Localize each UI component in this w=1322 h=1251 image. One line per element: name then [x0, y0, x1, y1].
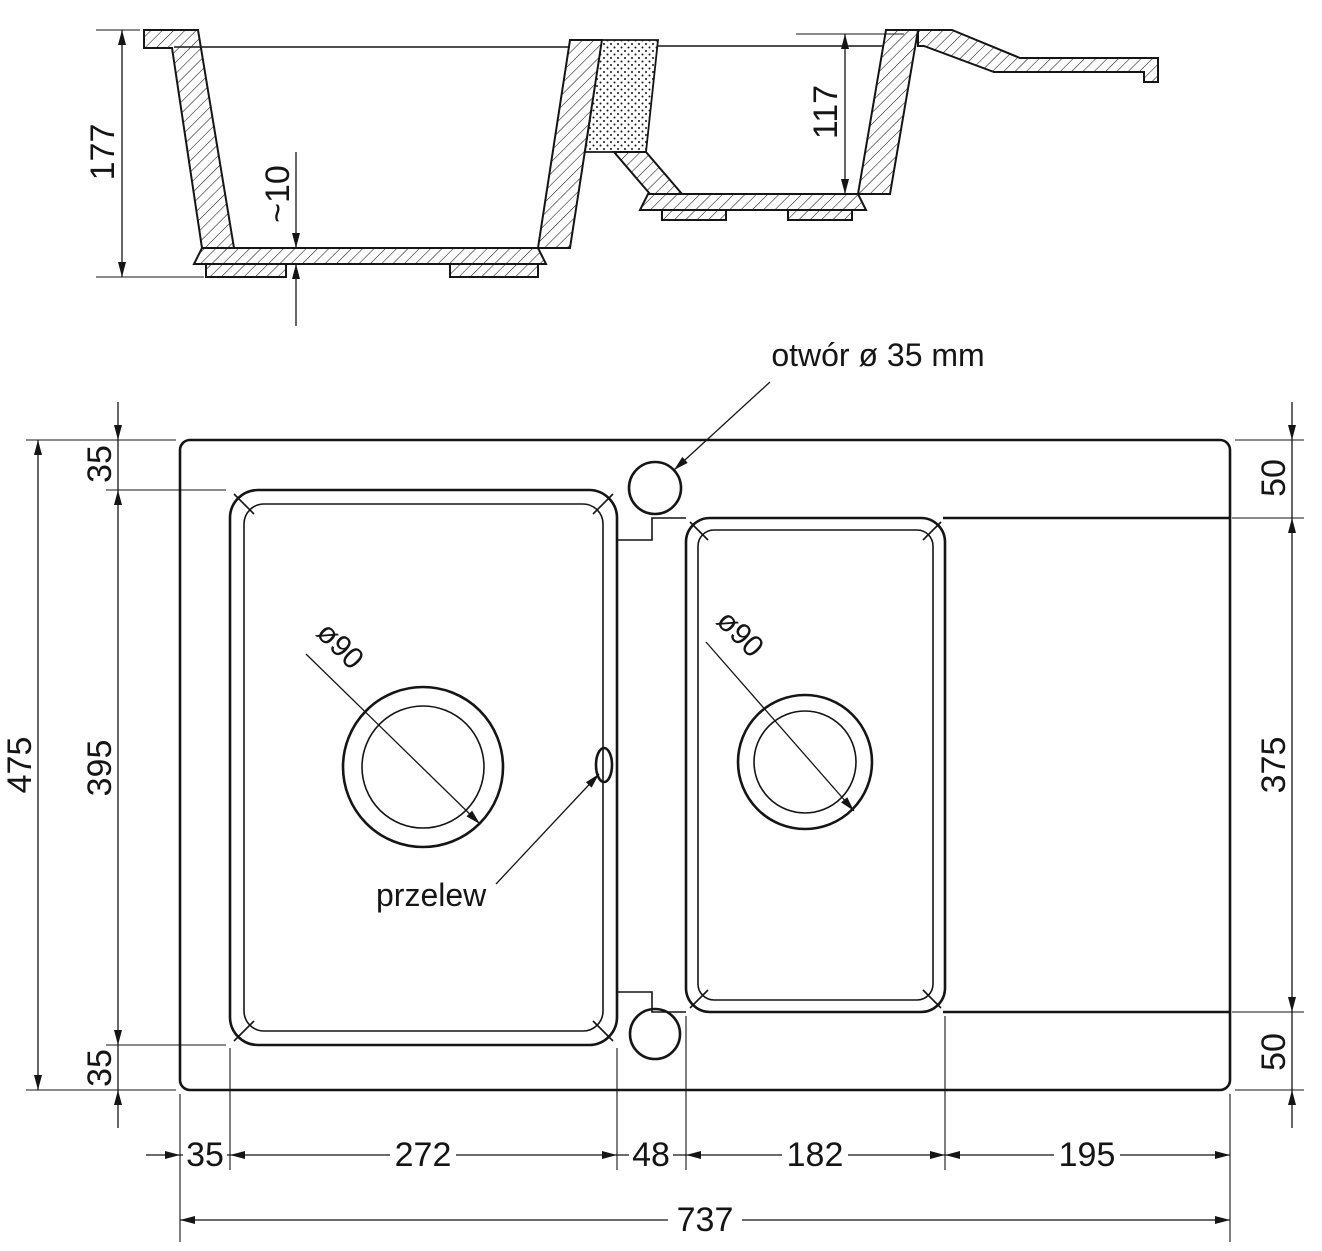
main-basin-outer-rim: [228, 488, 619, 1047]
dim-label-177: 177: [84, 124, 122, 181]
dim-label-35-bottom: 35: [81, 1049, 119, 1087]
section-left-wall: [143, 29, 236, 249]
sink-outer-edge: [178, 438, 1232, 1092]
dim-label-35-edge: 35: [186, 1136, 224, 1174]
plan-view: ø90 ø90 przelew otwór ø 35 mm: [178, 337, 1232, 1092]
tap-hole-callout: otwór ø 35 mm: [673, 337, 985, 471]
dim-label-195: 195: [1059, 1136, 1116, 1174]
main-basin-inner-rim: [243, 503, 604, 1032]
main-drain-callout: ø90: [305, 616, 481, 825]
plan-dimensions-right: 375 50 50: [1232, 402, 1304, 1128]
section-small-bowl-right-wall: [856, 29, 920, 195]
dim-label-737: 737: [677, 1201, 734, 1239]
dim-label-117: 117: [807, 85, 845, 139]
main-basin-corner-ticks: [233, 493, 614, 1042]
section-divider-wall: [536, 39, 604, 249]
dim-label-48: 48: [632, 1136, 670, 1174]
dim-label-35-top: 35: [81, 445, 119, 483]
section-small-bowl-foot-right: [787, 209, 853, 221]
basin-step-contour-top: [617, 517, 686, 541]
small-basin-corner-ticks: [689, 521, 942, 1009]
section-main-bowl-foot-left: [205, 263, 287, 278]
dim-label-50-bottom: 50: [1255, 1033, 1293, 1071]
small-basin-outer-rim: [684, 516, 947, 1014]
tap-hole-bottom: [628, 1007, 682, 1061]
plan-dimensions-left: 475 395 35 35: [1, 402, 226, 1128]
dim-section-depth-main: 177: [84, 29, 204, 278]
small-basin-inner-rim: [697, 529, 934, 1001]
dim-section-depth-small: 117: [796, 33, 904, 194]
dim-label-50-top: 50: [1255, 459, 1293, 497]
section-drainer-profile: [917, 29, 1159, 83]
section-view: 177 ~10 117: [84, 29, 1159, 326]
dim-label-395: 395: [81, 740, 119, 797]
overflow-label: przelew: [376, 877, 487, 913]
overflow-callout: przelew: [376, 773, 600, 913]
small-drain-diameter-label: ø90: [710, 604, 770, 664]
tap-hole-top: [627, 460, 683, 516]
plan-dimensions-bottom: 35 272 48 182 195 737: [146, 1016, 1231, 1242]
section-main-bowl-foot-right: [449, 263, 539, 278]
dim-label-10: ~10: [259, 165, 297, 223]
dim-label-475: 475: [1, 737, 39, 794]
small-drain-callout: ø90: [705, 604, 855, 812]
tap-hole-label: otwór ø 35 mm: [771, 337, 984, 373]
dim-label-182: 182: [787, 1136, 844, 1174]
dim-section-bottom-thickness: ~10: [259, 152, 300, 326]
section-small-bowl-left-wall: [611, 151, 685, 195]
section-main-bowl-bottom: [192, 247, 548, 265]
section-small-bowl-bottom: [638, 193, 868, 211]
dim-label-272: 272: [395, 1136, 452, 1174]
overflow-hole: [594, 746, 614, 784]
dim-label-375: 375: [1255, 737, 1293, 794]
section-small-bowl-foot-left: [661, 209, 727, 221]
small-basin-drain: [736, 693, 874, 831]
main-basin-drain: [341, 685, 505, 849]
